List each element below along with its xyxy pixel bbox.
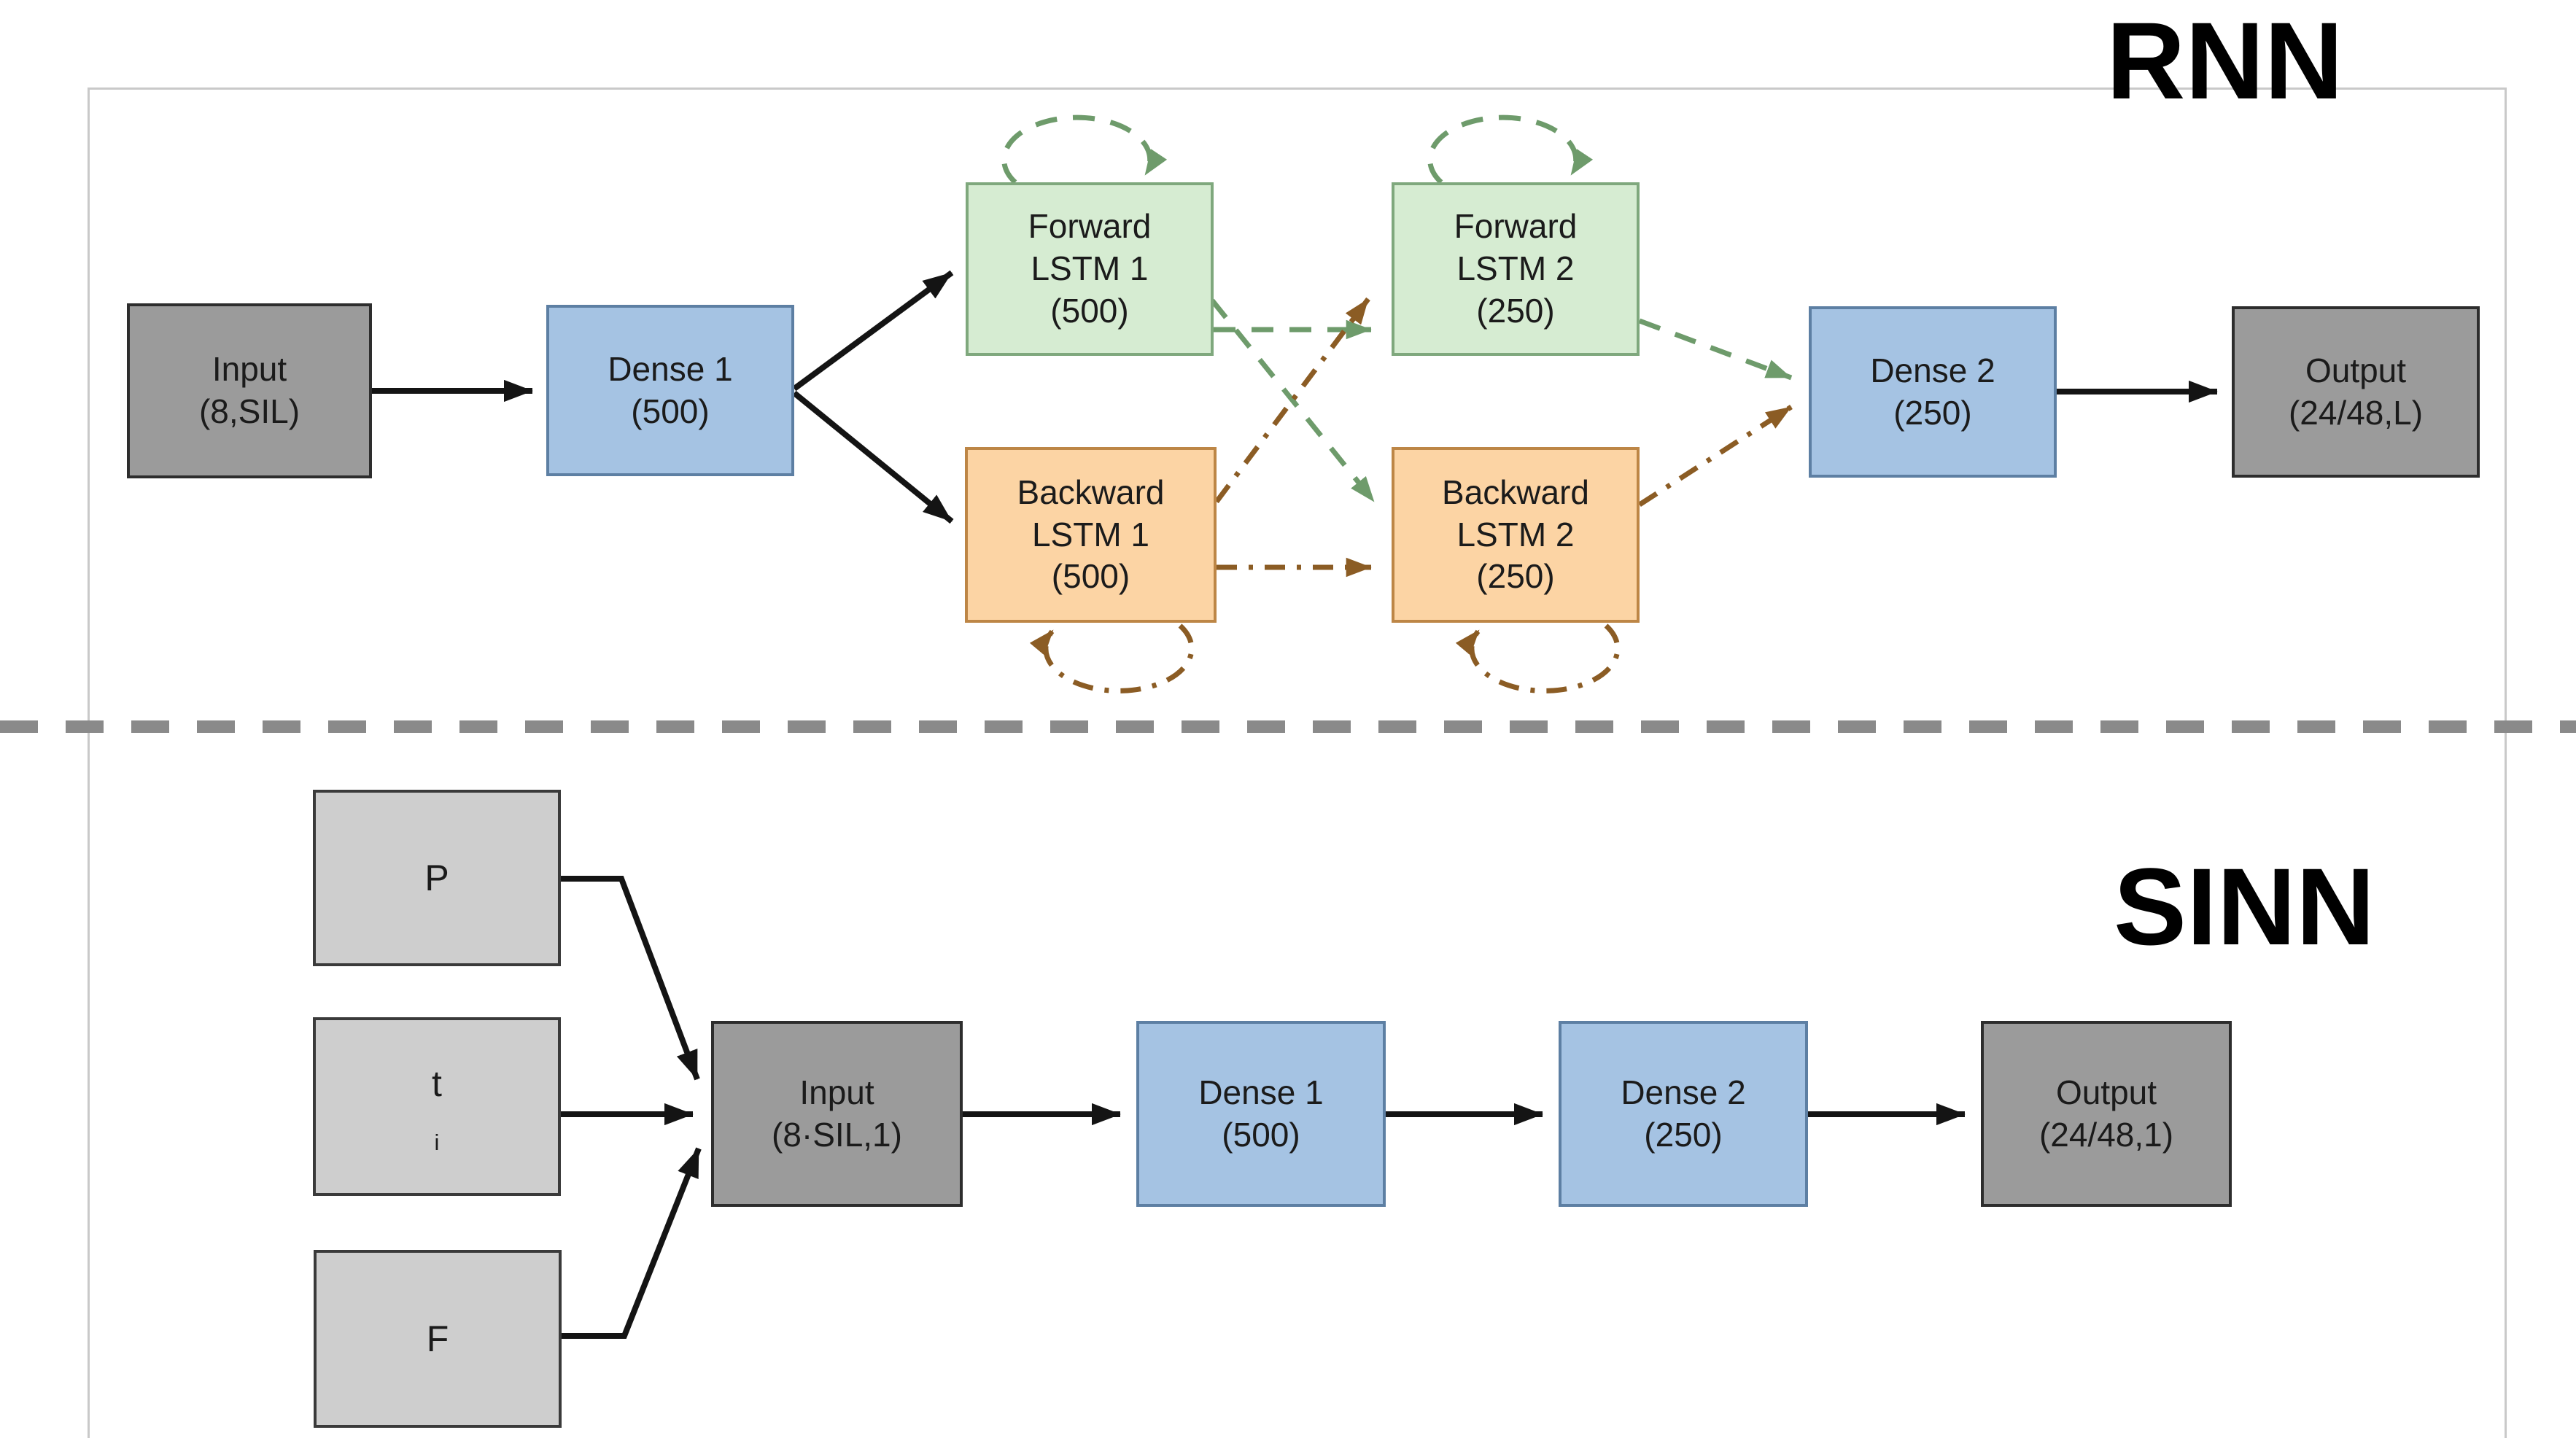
rnn-dense2-label: Dense 2 <box>1870 351 1995 389</box>
rnn-backward-lstm2-label2: LSTM 2 <box>1456 515 1575 553</box>
rnn-forward-lstm1-label: Forward <box>1028 207 1152 246</box>
sinn-input-shape: (8·SIL,1) <box>772 1115 902 1154</box>
sinn-dense2-box: Dense 2 (250) <box>1559 1021 1808 1207</box>
sinn-f-box: F <box>314 1250 562 1428</box>
sinn-dense1-shape: (500) <box>1222 1115 1300 1154</box>
rnn-dense1-box: Dense 1 (500) <box>546 305 794 476</box>
sinn-input-label: Input <box>799 1073 874 1111</box>
rnn-dense2-shape: (250) <box>1893 393 1972 432</box>
rnn-backward-lstm1-shape: (500) <box>1051 557 1130 596</box>
sinn-dense1-box: Dense 1 (500) <box>1136 1021 1386 1207</box>
sinn-input-box: Input (8·SIL,1) <box>711 1021 963 1207</box>
rnn-backward-lstm1-label2: LSTM 1 <box>1031 515 1150 553</box>
rnn-input-shape: (8,SIL) <box>198 392 300 430</box>
rnn-forward-lstm1-shape: (500) <box>1050 291 1129 330</box>
arrow-forward-lstm2-to-dense2 <box>1638 318 1793 381</box>
rnn-output-box: Output (24/48,L) <box>2232 306 2480 478</box>
rnn-dense1-shape: (500) <box>631 392 710 430</box>
arrow-backward-lstm1-self-loop <box>1029 623 1195 693</box>
arrow-sinn-p-to-input <box>561 876 700 1081</box>
arrow-backward-lstm2-to-dense2 <box>1638 405 1793 507</box>
rnn-forward-lstm2-label: Forward <box>1454 207 1578 246</box>
arrow-backward-lstm2-self-loop <box>1455 623 1621 693</box>
sinn-output-label: Output <box>2055 1073 2157 1111</box>
rnn-section-title: RNN <box>2106 0 2343 122</box>
rnn-dense2-box: Dense 2 (250) <box>1809 306 2057 478</box>
rnn-backward-lstm2-box: Backward LSTM 2 (250) <box>1392 447 1640 623</box>
rnn-backward-lstm2-label: Backward <box>1442 473 1589 511</box>
arrow-backward-lstm1-to-forward-lstm2 <box>1214 297 1370 504</box>
sinn-output-shape: (24/48,1) <box>2038 1115 2174 1154</box>
rnn-forward-lstm2-box: Forward LSTM 2 (250) <box>1392 182 1640 356</box>
content-frame <box>88 88 2507 1438</box>
section-divider-dashed-line <box>0 720 2576 733</box>
arrow-rnn-dense1-to-forward-lstm1 <box>792 270 954 392</box>
arrow-rnn-dense1-to-backward-lstm1 <box>792 390 954 524</box>
sinn-ti-subscript: i <box>434 1129 440 1155</box>
rnn-forward-lstm2-label2: LSTM 2 <box>1456 249 1575 288</box>
rnn-output-label: Output <box>2305 351 2407 389</box>
rnn-backward-lstm2-shape: (250) <box>1476 557 1555 596</box>
rnn-dense1-label: Dense 1 <box>608 349 733 388</box>
sinn-output-box: Output (24/48,1) <box>1981 1021 2232 1207</box>
rnn-input-box: Input (8,SIL) <box>127 303 372 478</box>
rnn-forward-lstm1-box: Forward LSTM 1 (500) <box>966 182 1214 356</box>
sinn-section-title: SINN <box>2114 845 2375 968</box>
sinn-dense2-label: Dense 2 <box>1621 1073 1746 1111</box>
sinn-dense1-label: Dense 1 <box>1198 1073 1324 1111</box>
rnn-output-shape: (24/48,L) <box>2288 393 2424 432</box>
sinn-f-label: F <box>426 1318 449 1359</box>
arrow-forward-lstm2-self-loop <box>1427 114 1593 184</box>
rnn-backward-lstm1-box: Backward LSTM 1 (500) <box>965 447 1217 623</box>
rnn-input-label: Input <box>212 350 287 389</box>
arrow-forward-lstm1-to-backward-lstm2 <box>1210 298 1376 504</box>
sinn-p-label: P <box>424 857 449 898</box>
arrow-sinn-f-to-input <box>562 1147 702 1339</box>
rnn-forward-lstm2-shape: (250) <box>1476 291 1555 330</box>
arrow-forward-lstm1-self-loop <box>1001 114 1167 184</box>
sinn-p-box: P <box>313 790 561 966</box>
rnn-backward-lstm1-label: Backward <box>1017 473 1165 511</box>
sinn-dense2-shape: (250) <box>1644 1115 1723 1154</box>
rnn-forward-lstm1-label2: LSTM 1 <box>1031 249 1149 288</box>
